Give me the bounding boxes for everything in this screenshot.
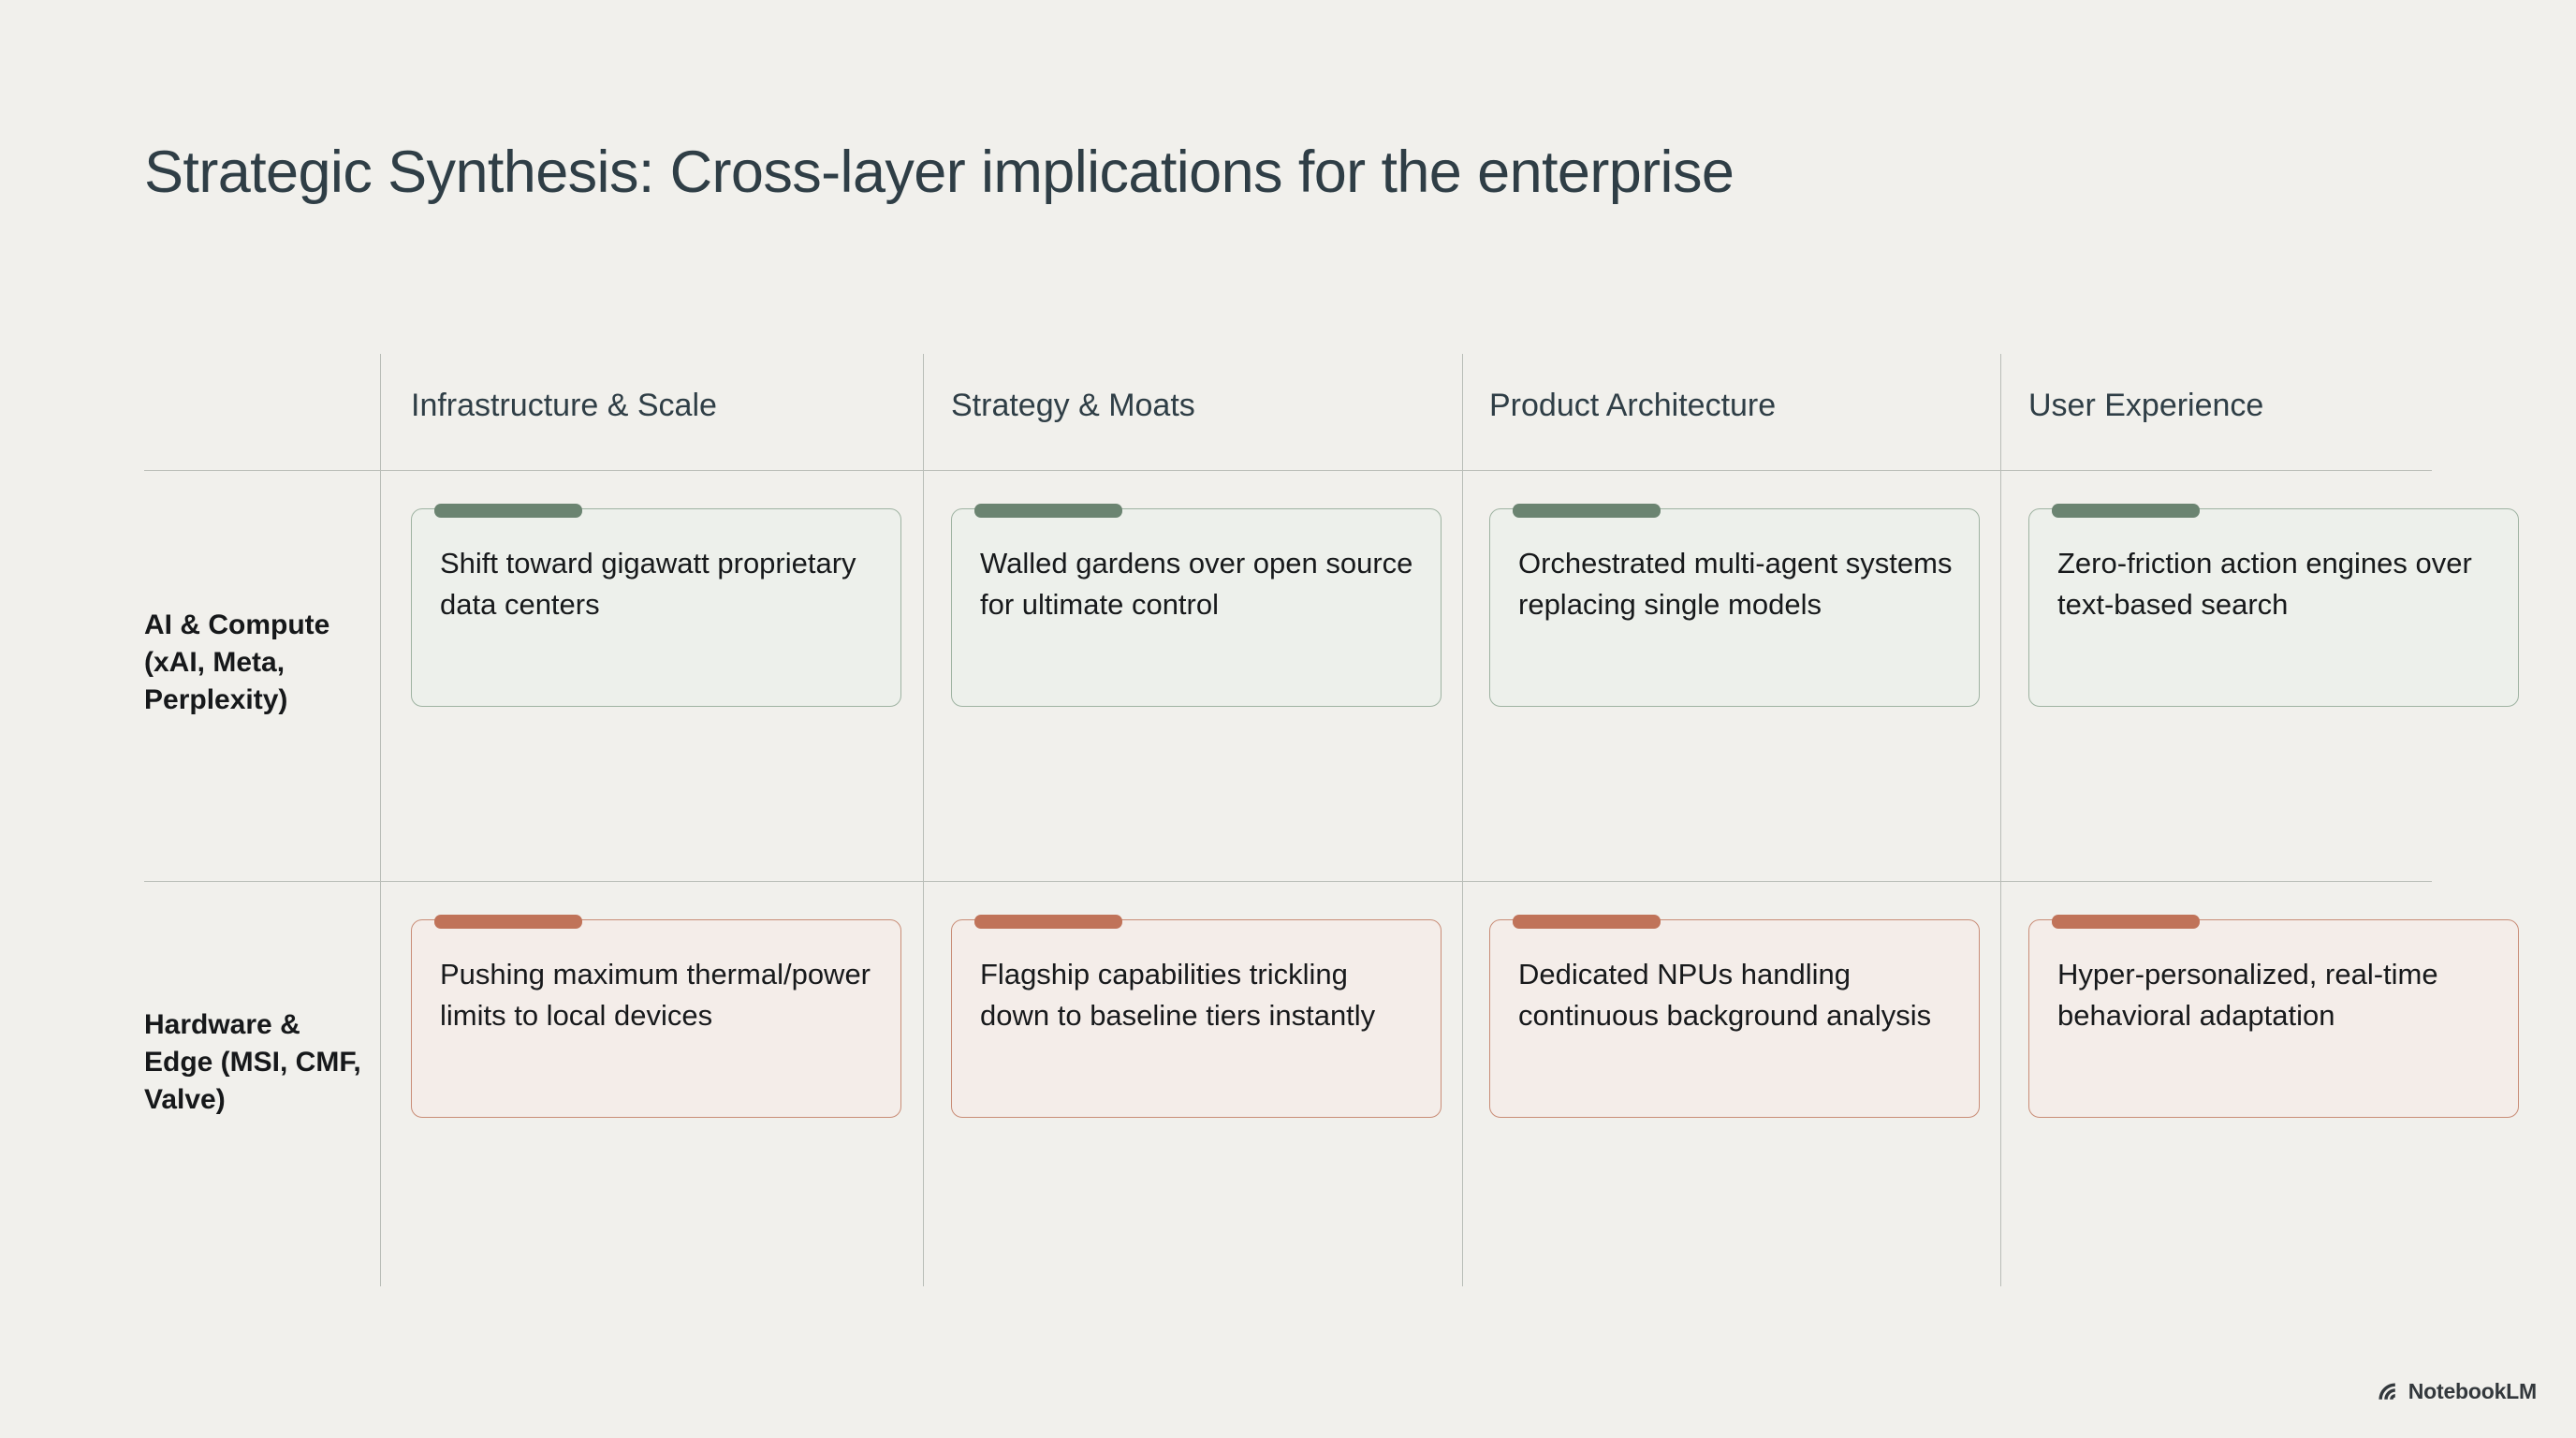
- card-text: Dedicated NPUs handling continuous backg…: [1518, 958, 1932, 1033]
- card-text: Orchestrated multi-agent systems replaci…: [1518, 547, 1953, 622]
- column-header-strategy-moats: Strategy & Moats: [951, 388, 1195, 423]
- column-divider-4: [2000, 354, 2001, 1286]
- column-header-user-experience: User Experience: [2028, 388, 2264, 423]
- page-title: Strategic Synthesis: Cross-layer implica…: [144, 139, 1734, 205]
- card-accent-bar: [974, 504, 1122, 518]
- comparison-matrix: Infrastructure & Scale Strategy & Moats …: [144, 354, 2519, 1286]
- matrix-cell-card[interactable]: Shift toward gigawatt proprietary data c…: [411, 504, 901, 707]
- card-text: Hyper-personalized, real-time behavioral…: [2057, 958, 2438, 1033]
- card-accent-bar: [434, 504, 582, 518]
- matrix-cell-card[interactable]: Zero-friction action engines over text-b…: [2028, 504, 2519, 707]
- row-divider: [144, 881, 2432, 882]
- header-divider: [144, 470, 2432, 471]
- row-header-hardware-edge: Hardware & Edge (MSI, CMF, Valve): [144, 1009, 361, 1115]
- card-accent-bar: [434, 915, 582, 929]
- column-divider-1: [380, 354, 381, 1286]
- column-divider-2: [923, 354, 924, 1286]
- watermark-label: NotebookLM: [2408, 1379, 2537, 1403]
- column-divider-3: [1462, 354, 1463, 1286]
- matrix-cell-card[interactable]: Hyper-personalized, real-time behavioral…: [2028, 915, 2519, 1118]
- card-accent-bar: [2052, 915, 2200, 929]
- column-header-product-architecture: Product Architecture: [1489, 388, 1777, 423]
- column-header-infrastructure-scale: Infrastructure & Scale: [411, 388, 717, 423]
- row-header-ai-compute: AI & Compute (xAI, Meta, Perplexity): [144, 609, 330, 715]
- card-text: Walled gardens over open source for ulti…: [980, 547, 1413, 622]
- card-text: Zero-friction action engines over text-b…: [2057, 547, 2472, 622]
- notebooklm-spiral-icon: [2378, 1382, 2395, 1400]
- matrix-cell-card[interactable]: Orchestrated multi-agent systems replaci…: [1489, 504, 1980, 707]
- card-text: Flagship capabilities trickling down to …: [980, 958, 1376, 1033]
- matrix-cell-card[interactable]: Flagship capabilities trickling down to …: [951, 915, 1442, 1118]
- matrix-cell-card[interactable]: Dedicated NPUs handling continuous backg…: [1489, 915, 1980, 1118]
- notebooklm-watermark: NotebookLM: [2376, 1379, 2537, 1404]
- card-accent-bar: [974, 915, 1122, 929]
- card-accent-bar: [2052, 504, 2200, 518]
- card-text: Pushing maximum thermal/power limits to …: [440, 958, 871, 1033]
- card-text: Shift toward gigawatt proprietary data c…: [440, 547, 856, 622]
- card-accent-bar: [1513, 504, 1661, 518]
- matrix-cell-card[interactable]: Walled gardens over open source for ulti…: [951, 504, 1442, 707]
- card-accent-bar: [1513, 915, 1661, 929]
- matrix-cell-card[interactable]: Pushing maximum thermal/power limits to …: [411, 915, 901, 1118]
